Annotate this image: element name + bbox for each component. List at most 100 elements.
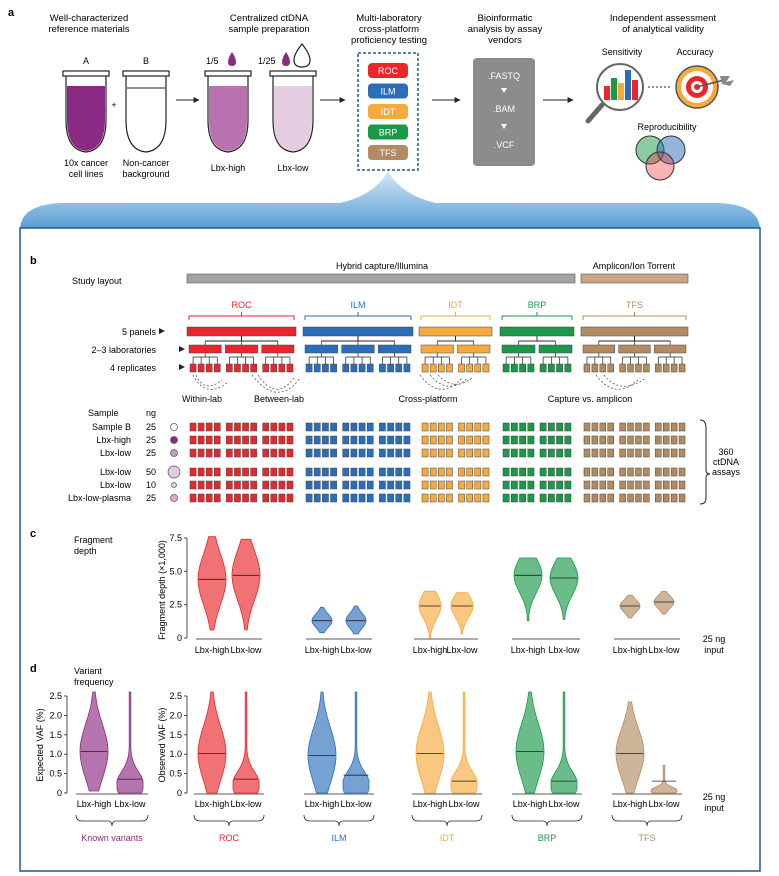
assay-box — [583, 448, 591, 458]
assay-box — [670, 493, 678, 503]
assay-box — [270, 480, 278, 490]
assay-box — [466, 448, 473, 458]
tube-a-label: A — [83, 56, 89, 66]
assay-box — [466, 435, 473, 445]
vendor-bracket — [304, 312, 412, 320]
replicate-box — [599, 363, 606, 373]
assay-box — [446, 493, 453, 503]
assay-box — [591, 422, 599, 432]
assay-box — [234, 467, 241, 477]
x-tick-label: Lbx-high — [195, 799, 230, 809]
step1-title-l1: Well-characterized — [50, 13, 129, 24]
assay-box — [313, 448, 321, 458]
violin-d-low — [650, 764, 678, 794]
lab-bar — [341, 344, 375, 354]
assay-box — [627, 493, 634, 503]
panel-bar-tfs — [580, 326, 689, 337]
assay-box — [262, 467, 269, 477]
violin-roc-high — [197, 536, 227, 631]
assay-box — [234, 480, 241, 490]
ng-header: ng — [146, 408, 156, 418]
venn-icon — [635, 135, 686, 181]
assay-box — [502, 493, 510, 503]
assay-box — [670, 480, 678, 490]
replicate-box — [262, 363, 269, 373]
assay-box — [446, 467, 453, 477]
panel-c-title-l1: Fragment — [74, 535, 113, 545]
tube-b-icon — [122, 70, 170, 153]
replicate-box — [278, 363, 286, 373]
hybrid-bar — [186, 273, 576, 284]
drop-low-icon — [282, 52, 290, 66]
assay-box — [539, 422, 547, 432]
assay-box — [556, 467, 563, 477]
assay-box — [548, 467, 555, 477]
y-tick-label: 1.5 — [169, 730, 182, 740]
assay-box — [655, 480, 662, 490]
assay-box — [446, 480, 453, 490]
assay-box — [583, 467, 591, 477]
assay-box — [599, 448, 606, 458]
assay-box — [474, 467, 482, 477]
assay-box — [429, 448, 437, 458]
assay-box — [548, 480, 555, 490]
assay-box — [189, 493, 197, 503]
group-brace — [411, 814, 483, 827]
assay-box — [330, 493, 337, 503]
assay-box — [539, 435, 547, 445]
reproducibility-label: Reproducibility — [637, 122, 697, 132]
assay-box — [548, 435, 555, 445]
assay-box — [350, 480, 358, 490]
replicate-box — [655, 363, 662, 373]
study-layout-label: Study layout — [72, 276, 122, 286]
assay-box — [635, 480, 642, 490]
assay-box — [446, 435, 453, 445]
lab-bar — [582, 344, 615, 354]
lab-bar — [304, 344, 338, 354]
assay-box — [635, 422, 642, 432]
assay-box — [395, 448, 403, 458]
assay-box — [663, 493, 670, 503]
assay-box — [635, 493, 642, 503]
assay-box — [366, 480, 374, 490]
sample-name: Lbx-high — [96, 435, 131, 445]
assay-box — [278, 448, 286, 458]
violin-d-low — [450, 691, 478, 794]
sample-dot-icon — [170, 436, 178, 444]
assay-box — [429, 435, 437, 445]
assay-box — [358, 467, 366, 477]
panel-d-title-l2: frequency — [74, 677, 114, 687]
violin-tfs-high — [619, 594, 641, 619]
assay-box — [502, 422, 510, 432]
assay-box — [387, 467, 394, 477]
assay-box — [607, 480, 614, 490]
replicate-box — [591, 363, 599, 373]
panel-d-plots: 00.51.01.52.02.500.51.01.52.02.5Lbx-high… — [49, 691, 683, 843]
assay-box — [403, 467, 411, 477]
replicate-box — [322, 363, 329, 373]
assay-box — [305, 493, 313, 503]
assay-box — [583, 480, 591, 490]
step5-title-l2: of analytical validity — [622, 24, 704, 35]
violin-d-high — [307, 691, 337, 794]
group-label: IDT — [440, 833, 455, 843]
tube-a-caption-l2: cell lines — [69, 169, 104, 179]
assay-box — [627, 467, 634, 477]
replicate-box — [564, 363, 572, 373]
assay-box — [599, 467, 606, 477]
assay-box — [539, 448, 547, 458]
replicate-box — [189, 363, 197, 373]
step3-title-l3: proficiency testing — [351, 35, 427, 46]
assay-box — [655, 435, 662, 445]
step1-title-l2: reference materials — [48, 24, 130, 35]
assay-box — [599, 493, 606, 503]
lab-bar — [420, 344, 454, 354]
assay-box — [342, 493, 350, 503]
replicate-box — [387, 363, 394, 373]
assay-box — [250, 422, 257, 432]
file-bam: .BAM — [493, 104, 515, 114]
x-tick-label: Lbx-low — [340, 645, 372, 655]
